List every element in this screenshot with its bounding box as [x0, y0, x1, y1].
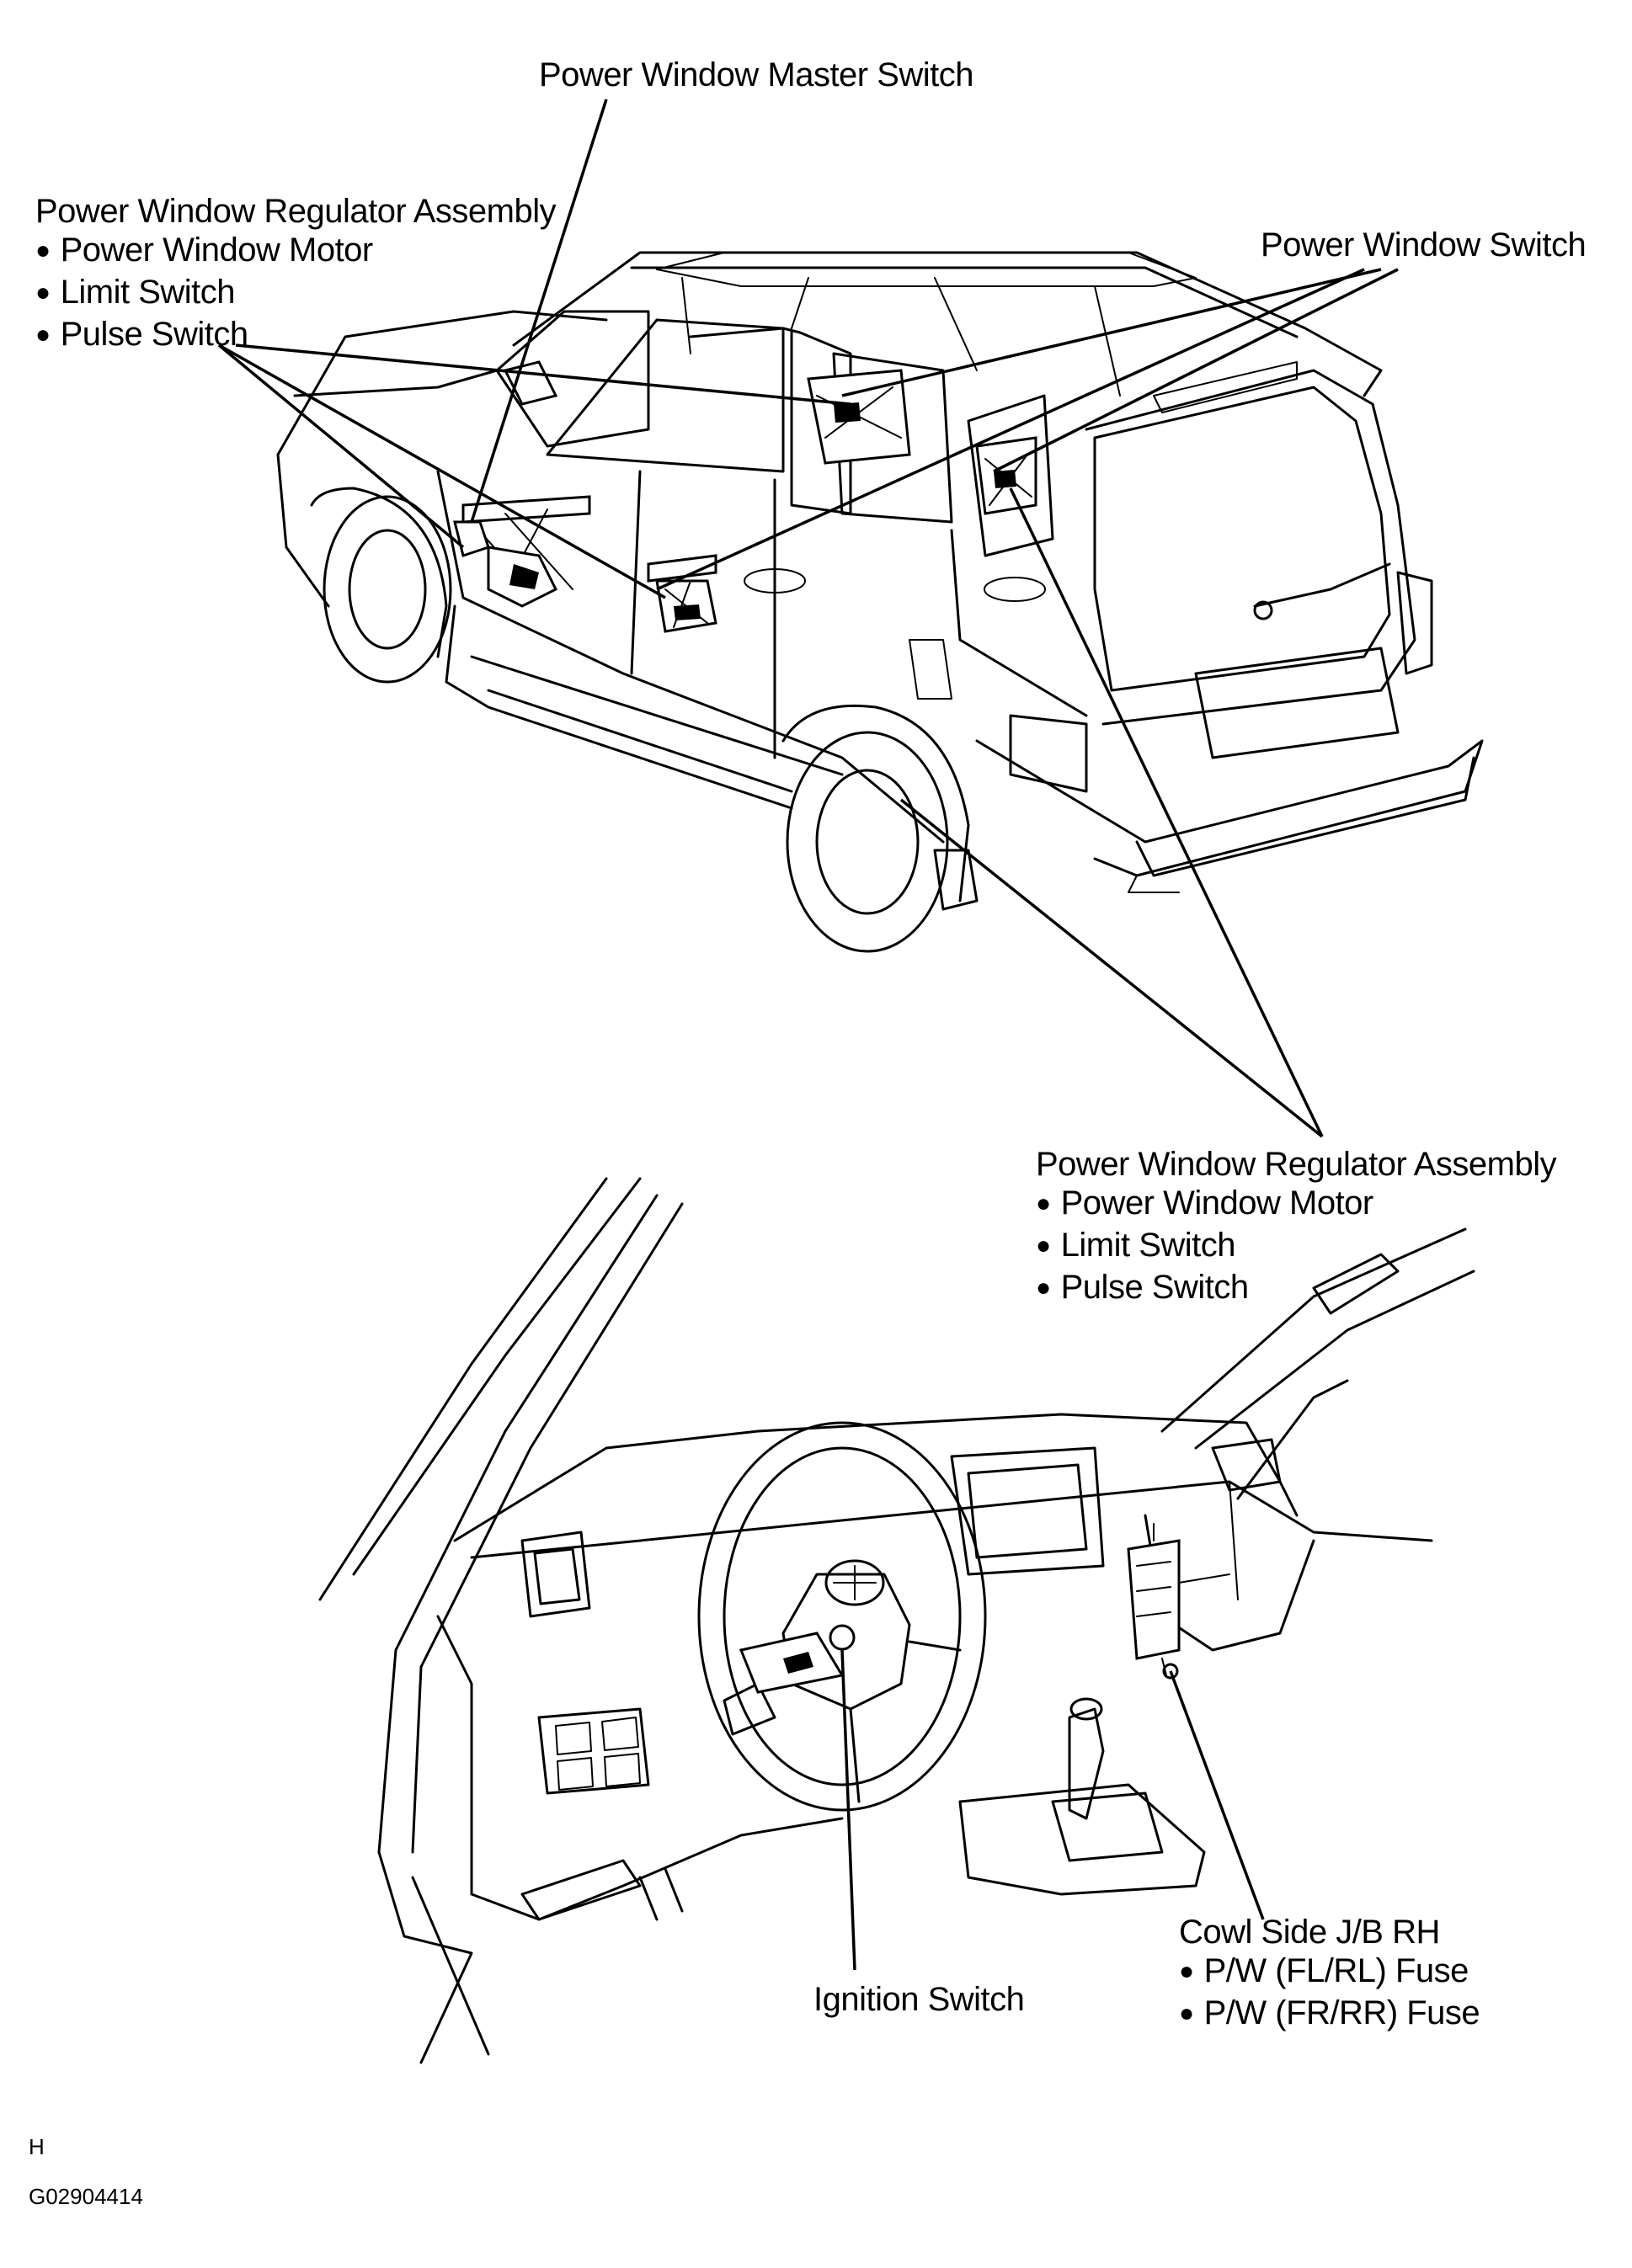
regulator-assembly-front-left-icon	[453, 495, 591, 608]
regulator-right-item: Pulse Switch	[1036, 1268, 1556, 1310]
section-letter: H	[29, 2134, 45, 2159]
regulator-left-list: Power Window Motor Limit Switch Pulse Sw…	[35, 231, 556, 357]
master-switch-label: Power Window Master Switch	[539, 56, 974, 94]
regulator-assembly-rear-right-icon	[975, 436, 1037, 515]
regulator-assembly-rear-left-icon	[647, 554, 717, 633]
regulator-left-item: Power Window Motor	[35, 231, 556, 273]
regulator-right-label: Power Window Regulator Assembly Power Wi…	[1036, 1145, 1557, 1310]
junction-block-label: Cowl Side J/B RH P/W (FL/RL) Fuse P/W (F…	[1179, 1913, 1480, 2036]
ignition-switch-label: Ignition Switch	[813, 1980, 1025, 2019]
regulator-right-title: Power Window Regulator Assembly	[1036, 1146, 1557, 1183]
regulator-right-list: Power Window Motor Limit Switch Pulse Sw…	[1036, 1184, 1556, 1310]
vehicle-illustration	[276, 251, 1484, 953]
regulator-assembly-front-right-icon	[807, 369, 911, 465]
window-switch-title: Power Window Switch	[1261, 226, 1587, 264]
ignition-switch-title: Ignition Switch	[813, 1981, 1025, 2018]
junction-block-list: P/W (FL/RL) Fuse P/W (FR/RR) Fuse	[1179, 1951, 1480, 2036]
regulator-right-item: Limit Switch	[1036, 1226, 1556, 1268]
master-switch-title: Power Window Master Switch	[539, 56, 974, 93]
dashboard-illustration	[318, 1177, 1475, 2064]
window-switch-label: Power Window Switch	[1261, 226, 1587, 264]
regulator-right-item: Power Window Motor	[1036, 1184, 1556, 1226]
junction-block-item: P/W (FL/RL) Fuse	[1179, 1951, 1480, 1994]
master-switch-icon	[503, 360, 558, 406]
regulator-left-title: Power Window Regulator Assembly	[35, 193, 557, 230]
regulator-left-item: Pulse Switch	[35, 315, 556, 357]
junction-block-item: P/W (FR/RR) Fuse	[1179, 1994, 1480, 2036]
figure-code: G02904414	[29, 2184, 143, 2209]
regulator-left-label: Power Window Regulator Assembly Power Wi…	[35, 192, 557, 357]
regulator-left-item: Limit Switch	[35, 273, 556, 315]
junction-block-title: Cowl Side J/B RH	[1179, 1914, 1440, 1951]
